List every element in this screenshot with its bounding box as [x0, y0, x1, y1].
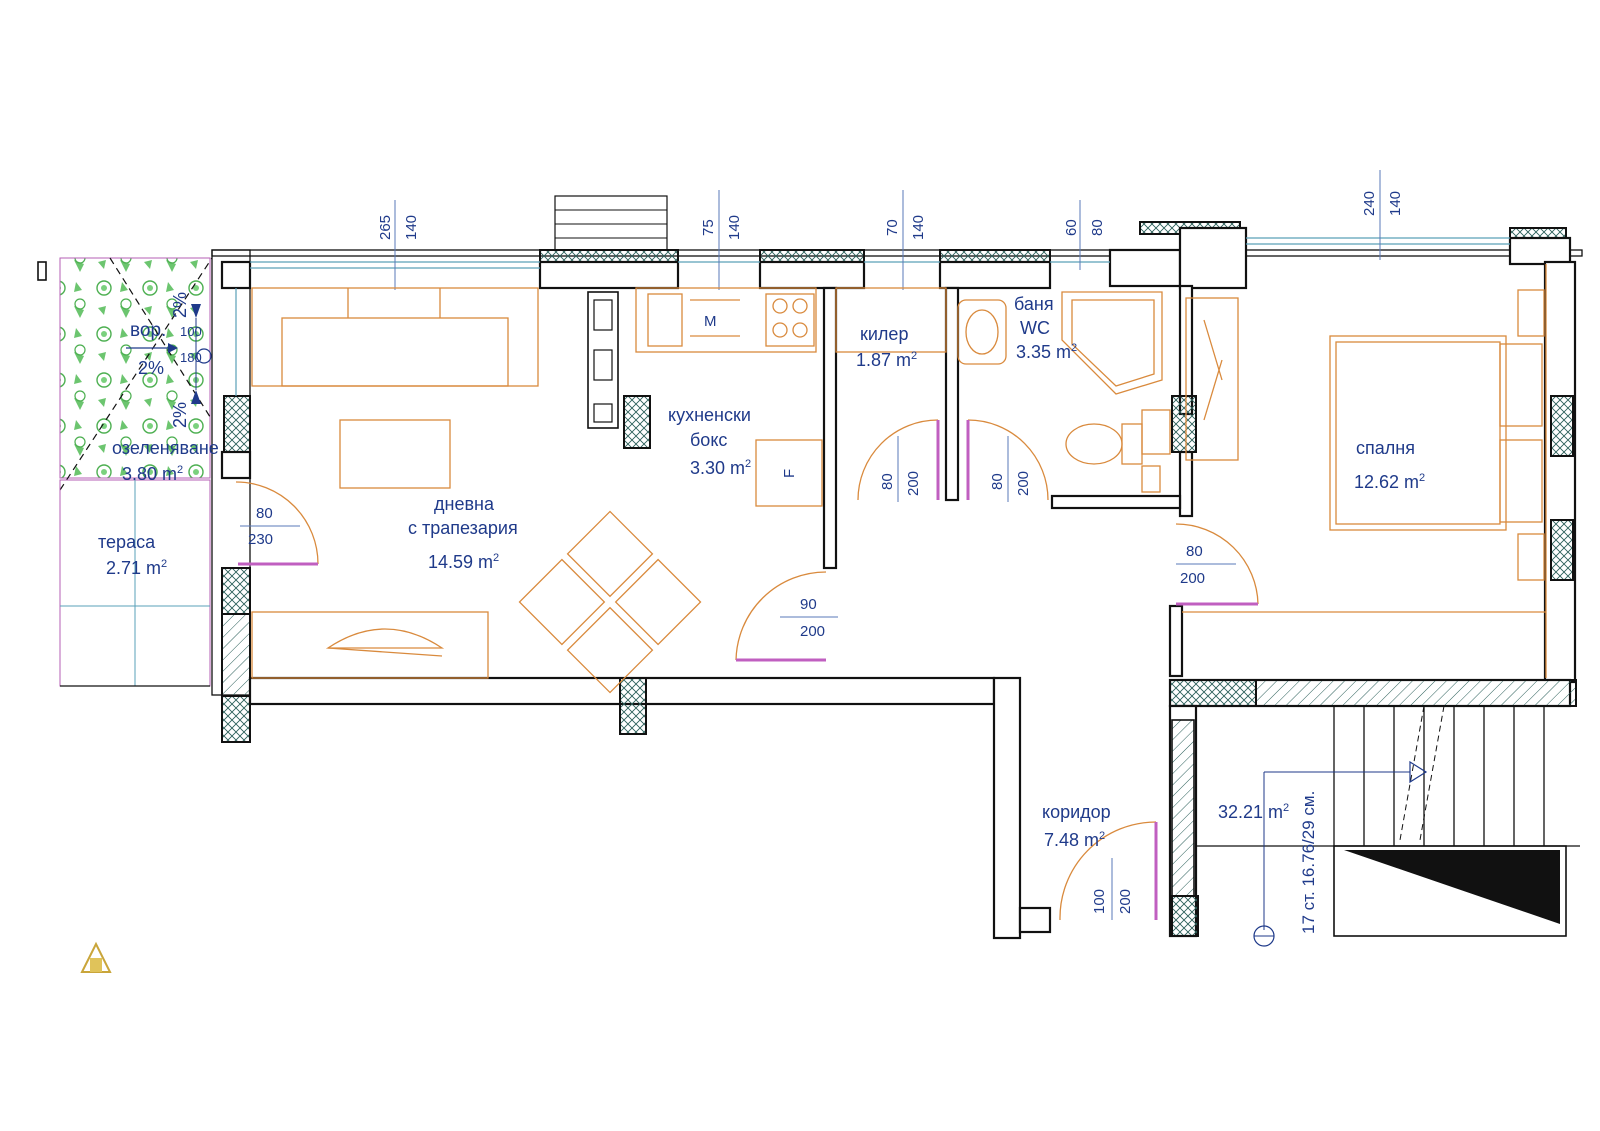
- door-3-height: 200: [905, 471, 922, 496]
- room-labels: озеленяване 3.80 m2 тераса 2.71 m2 дневн…: [98, 294, 1425, 934]
- door-5-width: 80: [1186, 543, 1203, 560]
- terrace-area: [59, 479, 211, 687]
- door-1-height: 230: [248, 531, 273, 548]
- room-kiler-name: килер: [860, 324, 908, 344]
- room-koridor-area: 7.48 m2: [1044, 830, 1105, 850]
- window-dimensions: 265 140 75 140 70 140 60 80 240 140: [377, 170, 1404, 290]
- door-6-width: 100: [1091, 889, 1108, 914]
- fridge-mark: F: [781, 469, 798, 478]
- furniture: M F: [251, 264, 1547, 694]
- stairs-note: 17 ст. 16.76/29 см.: [1299, 791, 1318, 934]
- room-koridor-name: коридор: [1042, 802, 1111, 822]
- window-3-width: 70: [884, 219, 901, 236]
- slope-1: 2%: [138, 358, 164, 378]
- room-banya-name: баня: [1014, 294, 1054, 314]
- door-3-width: 80: [879, 473, 896, 490]
- window-4-width: 60: [1063, 219, 1080, 236]
- door-dimensions: 80 230 90 200 80 200 80 200 80 200 100 2…: [240, 436, 1236, 920]
- slope-marks: вор. 2% 2% 2% 100 180: [126, 292, 212, 428]
- window-1-width: 265: [377, 215, 394, 240]
- walls: [211, 221, 1583, 940]
- stairs-area: 32.21 m2: [1218, 802, 1289, 822]
- door-2-height: 200: [800, 623, 825, 640]
- window-1-height: 140: [403, 215, 420, 240]
- window-5-height: 140: [1387, 191, 1404, 216]
- room-dnevna-subtitle: с трапезария: [408, 518, 518, 538]
- door-2-width: 90: [800, 596, 817, 613]
- staircase: [1196, 705, 1580, 947]
- room-kuhnya-area: 3.30 m2: [690, 458, 751, 478]
- door-6-height: 200: [1117, 889, 1134, 914]
- room-banya-area: 3.35 m2: [1016, 342, 1077, 362]
- room-ozelenyavane-area: 3.80 m2: [122, 464, 183, 484]
- room-kiler-area: 1.87 m2: [856, 350, 917, 370]
- room-banya-subtitle: WC: [1020, 318, 1050, 338]
- door-1-width: 80: [256, 505, 273, 522]
- door-5-height: 200: [1180, 570, 1205, 587]
- window-4-height: 80: [1089, 219, 1106, 236]
- room-ozelenyavane-name: озеленяване: [112, 438, 219, 458]
- door-4-height: 200: [1015, 471, 1032, 496]
- windows-lines: [235, 195, 1510, 396]
- window-2-height: 140: [726, 215, 743, 240]
- room-kuhnya-name: кухненски: [668, 405, 751, 425]
- logo-icon: [80, 941, 112, 973]
- slope-value-1: 100: [180, 324, 202, 339]
- roof-label: вор.: [130, 320, 166, 341]
- slope-2: 2%: [170, 292, 190, 318]
- room-spalnya-area: 12.62 m2: [1354, 472, 1425, 492]
- room-terasa-area: 2.71 m2: [106, 558, 167, 578]
- slope-3: 2%: [170, 402, 190, 428]
- window-2-width: 75: [700, 219, 717, 236]
- room-dnevna-area: 14.59 m2: [428, 552, 499, 572]
- room-dnevna-name: дневна: [434, 494, 495, 514]
- sink-mark: M: [704, 313, 717, 330]
- room-spalnya-name: спалня: [1356, 438, 1415, 458]
- room-kuhnya-subtitle: бокс: [690, 430, 727, 450]
- window-5-width: 240: [1361, 191, 1378, 216]
- door-4-width: 80: [989, 473, 1006, 490]
- room-terasa-name: тераса: [98, 532, 156, 552]
- doors: [235, 419, 1259, 921]
- window-3-height: 140: [910, 215, 927, 240]
